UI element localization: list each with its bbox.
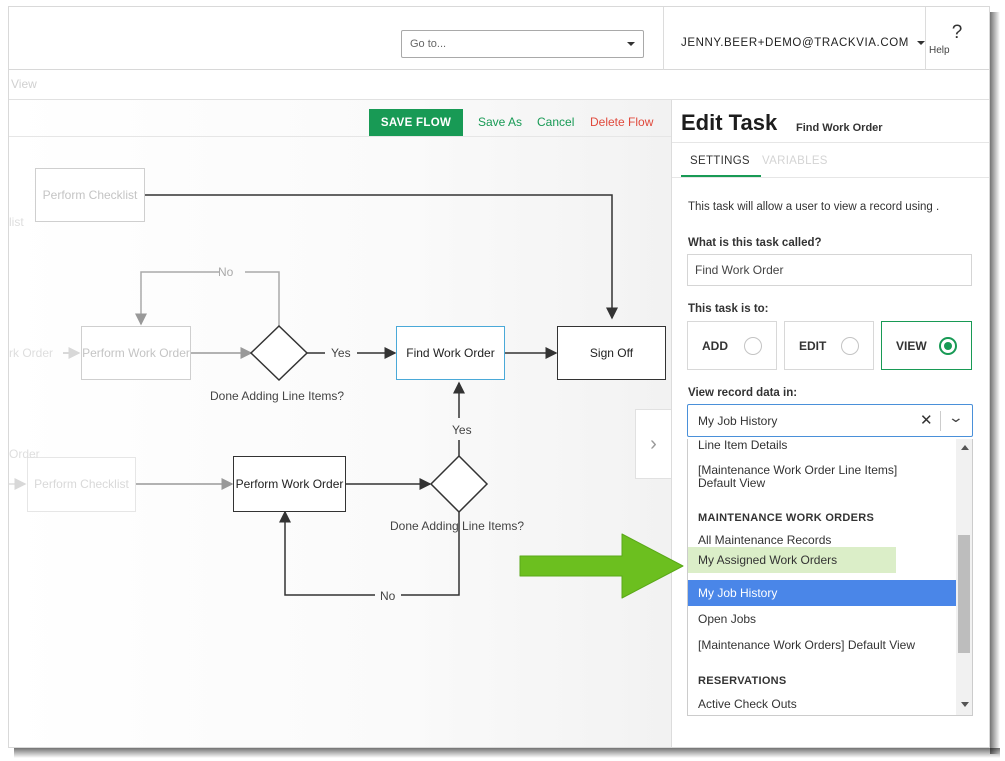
option-edit-label: EDIT — [799, 338, 827, 353]
toolbar-divider — [9, 136, 671, 137]
node-perform-checklist-bottom[interactable]: Perform Checklist — [27, 457, 136, 512]
expand-panel-button[interactable]: › — [635, 409, 671, 479]
option-view[interactable]: VIEW — [881, 321, 972, 370]
goto-placeholder: Go to... — [410, 38, 447, 50]
caret-down-icon — [627, 42, 635, 46]
user-email: JENNY.BEER+DEMO@TRACKVIA.COM — [681, 37, 909, 49]
app-window: Go to... JENNY.BEER+DEMO@TRACKVIA.COM ? … — [8, 6, 990, 748]
dropdown-option[interactable]: Open Jobs — [698, 612, 757, 626]
dropdown-option[interactable]: [Maintenance Work Order Line Items] Defa… — [698, 463, 898, 490]
help-icon: ? — [951, 22, 963, 43]
label-yes-top: Yes — [331, 346, 351, 360]
task-description: This task will allow a user to view a re… — [688, 201, 940, 213]
panel-divider — [672, 142, 989, 143]
view-dropdown-list[interactable]: Line Item Details [Maintenance Work Orde… — [687, 439, 973, 716]
node-perform-work-order-bottom[interactable]: Perform Work Order — [233, 456, 346, 512]
view-record-select[interactable]: My Job History ✕ ⌄ — [687, 404, 973, 437]
header-divider — [663, 7, 664, 70]
dropdown-option[interactable]: Active Check Outs — [698, 697, 797, 711]
goto-select[interactable]: Go to... — [401, 30, 644, 58]
tab-settings[interactable]: SETTINGS — [690, 155, 750, 167]
chevron-down-icon[interactable]: ⌄ — [947, 409, 965, 425]
radio-view[interactable] — [939, 337, 957, 355]
connector-no-loop — [245, 271, 280, 326]
edit-task-panel: Edit Task Find Work Order SETTINGS VARIA… — [671, 100, 989, 747]
flow-canvas[interactable]: SAVE FLOW Save As Cancel Delete Flow — [9, 100, 671, 747]
option-view-label: VIEW — [896, 338, 927, 353]
view-record-value: My Job History — [698, 414, 778, 428]
node-perform-work-order-top[interactable]: Perform Work Order — [81, 326, 191, 380]
scroll-down-icon[interactable] — [961, 702, 969, 707]
active-tab-indicator — [681, 175, 761, 177]
connector-no-loop-bottom-end — [279, 510, 375, 596]
scrollbar-thumb[interactable] — [958, 535, 970, 653]
panel-subtitle: Find Work Order — [796, 122, 883, 134]
label-no-top: No — [218, 265, 234, 279]
view-record-label: View record data in: — [688, 387, 798, 399]
dropdown-option[interactable]: [Maintenance Work Orders] Default View — [698, 638, 915, 652]
label-decision-top: Done Adding Line Items? — [210, 389, 345, 403]
label-yes-vertical: Yes — [452, 423, 472, 437]
decision-diamond-bottom[interactable] — [429, 454, 489, 514]
node-sign-off[interactable]: Sign Off — [557, 326, 666, 380]
close-icon[interactable]: ✕ — [920, 412, 933, 429]
chevron-right-icon: › — [650, 432, 657, 455]
option-add[interactable]: ADD — [687, 321, 777, 370]
tabs-divider — [672, 177, 989, 178]
dropdown-group-header: MAINTENANCE WORK ORDERS — [698, 512, 875, 524]
radio-edit[interactable] — [841, 337, 859, 355]
breadcrumb: View — [11, 77, 37, 91]
tab-variables[interactable]: VARIABLES — [762, 155, 828, 167]
dropdown-option[interactable]: All Maintenance Records — [698, 533, 832, 547]
delete-flow-link[interactable]: Delete Flow — [590, 115, 654, 129]
option-edit[interactable]: EDIT — [784, 321, 874, 370]
task-name-field[interactable] — [687, 254, 972, 286]
task-name-label: What is this task called? — [688, 237, 822, 249]
dropdown-option-annotated[interactable]: My Assigned Work Orders — [688, 547, 896, 573]
task-type-label: This task is to: — [688, 303, 769, 315]
node-perform-checklist-top[interactable]: Perform Checklist — [35, 168, 145, 222]
cancel-link[interactable]: Cancel — [537, 115, 575, 129]
header-divider — [925, 7, 926, 70]
panel-title: Edit Task — [681, 110, 778, 135]
decision-diamond-top[interactable] — [249, 324, 309, 382]
save-flow-button[interactable]: SAVE FLOW — [369, 109, 463, 136]
save-as-link[interactable]: Save As — [478, 115, 523, 129]
label-ghost-order: rk Order — [9, 346, 54, 360]
dropdown-group-header: RESERVATIONS — [698, 675, 787, 687]
label-ghost-list: list — [9, 215, 24, 229]
connector-checklist-signoff — [145, 194, 618, 320]
node-find-work-order[interactable]: Find Work Order — [396, 326, 505, 380]
label-no-bottom: No — [380, 589, 396, 603]
flow-connectors — [9, 194, 618, 596]
dropdown-option-selected[interactable]: My Job History — [688, 580, 956, 606]
select-separator — [940, 411, 941, 431]
help-label: Help — [929, 45, 950, 56]
scroll-up-icon[interactable] — [961, 445, 969, 450]
connector-no-loop-bottom — [401, 512, 460, 596]
dropdown-option[interactable]: Line Item Details — [698, 439, 788, 452]
window-shadow-bottom — [14, 748, 1000, 758]
sub-bar: View — [9, 70, 989, 100]
help-button[interactable]: ? Help — [929, 22, 985, 57]
option-add-label: ADD — [702, 338, 728, 353]
radio-add[interactable] — [744, 337, 762, 355]
window-shadow-right — [990, 12, 1000, 754]
label-decision-bottom: Done Adding Line Items? — [390, 519, 525, 533]
top-bar: Go to... JENNY.BEER+DEMO@TRACKVIA.COM ? … — [9, 7, 989, 70]
caret-down-icon — [916, 40, 925, 45]
connector-no-loop-end — [135, 271, 219, 326]
user-menu[interactable]: JENNY.BEER+DEMO@TRACKVIA.COM — [681, 37, 925, 49]
label-ghost-order-2: Order — [9, 447, 40, 461]
